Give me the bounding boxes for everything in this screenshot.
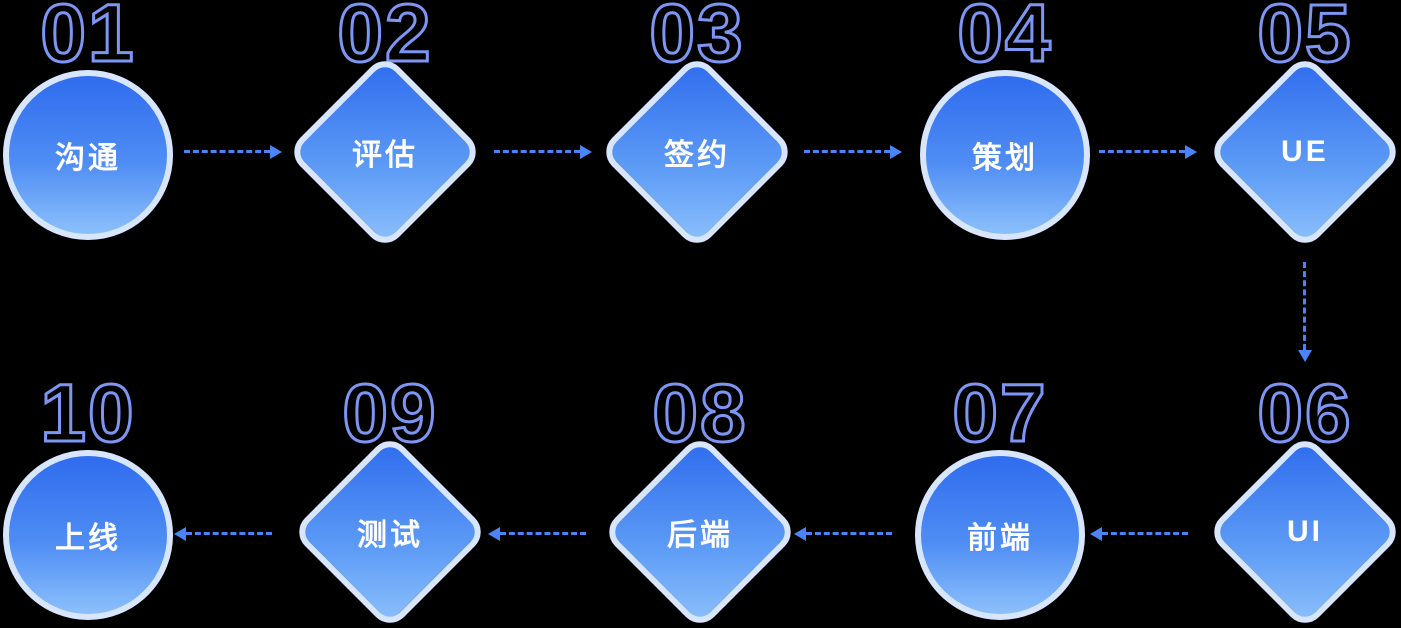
step-shape-diamond: UI (1206, 433, 1401, 628)
step-10-launch: 10 上线 (0, 368, 183, 628)
arrow-07-to-08 (794, 527, 892, 541)
arrow-06-to-07 (1090, 527, 1188, 541)
step-label: 后端 (667, 519, 733, 552)
step-number: 01 (39, 0, 136, 79)
arrow-01-to-02 (184, 145, 282, 159)
step-label: 评估 (352, 139, 418, 172)
step-number: 08 (651, 368, 748, 459)
step-shape-diamond: 测试 (291, 433, 489, 628)
step-number: 07 (951, 368, 1048, 459)
step-number: 02 (336, 0, 433, 79)
step-number: 03 (648, 0, 745, 79)
step-shape-diamond: UE (1206, 53, 1401, 251)
step-label: 前端 (967, 522, 1033, 555)
step-number: 05 (1256, 0, 1353, 79)
step-label: 沟通 (55, 142, 121, 175)
step-number: 10 (39, 368, 136, 459)
step-label: 测试 (357, 519, 423, 552)
step-shape-circle: 上线 (3, 450, 173, 620)
step-02-evaluation: 02 评估 (286, 0, 484, 260)
step-label: UI (1287, 515, 1323, 548)
step-03-signing: 03 签约 (598, 0, 796, 260)
arrow-02-to-03 (494, 145, 592, 159)
step-shape-diamond: 评估 (286, 53, 484, 251)
step-label: 策划 (972, 142, 1038, 175)
arrow-03-to-04 (804, 145, 902, 159)
arrow-05-to-06 (1298, 262, 1312, 362)
step-09-testing: 09 测试 (291, 368, 489, 628)
step-shape-diamond: 签约 (598, 53, 796, 251)
step-number: 09 (341, 368, 438, 459)
step-05-ue: 05 UE (1206, 0, 1401, 260)
step-shape-circle: 沟通 (3, 70, 173, 240)
step-label: 签约 (664, 139, 730, 172)
step-06-ui: 06 UI (1206, 368, 1401, 628)
step-07-frontend: 07 前端 (905, 368, 1095, 628)
step-08-backend: 08 后端 (601, 368, 799, 628)
step-shape-diamond: 后端 (601, 433, 799, 628)
step-number: 04 (956, 0, 1053, 79)
step-label: UE (1281, 135, 1329, 168)
arrow-04-to-05 (1099, 145, 1197, 159)
step-shape-circle: 策划 (920, 70, 1090, 240)
step-label: 上线 (55, 522, 121, 555)
step-01-communication: 01 沟通 (0, 0, 183, 260)
step-number: 06 (1256, 368, 1353, 459)
step-shape-circle: 前端 (915, 450, 1085, 620)
arrow-08-to-09 (488, 527, 586, 541)
step-04-planning: 04 策划 (910, 0, 1100, 260)
arrow-09-to-10 (174, 527, 272, 541)
